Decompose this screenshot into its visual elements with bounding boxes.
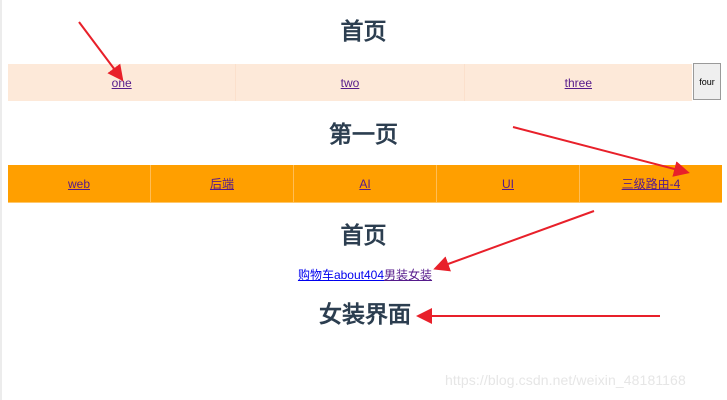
nav-link-two[interactable]: two [340, 75, 360, 90]
page-title-first-page: 第一页 [329, 122, 398, 148]
sub-nav-link-ui[interactable]: UI [502, 176, 514, 191]
sub-nav-cell: 后端 [151, 165, 294, 202]
link-menswear[interactable]: 男装 [384, 268, 409, 282]
sub-nav-cell: 三级路由-4 [580, 165, 722, 202]
sub-nav-cell: web [8, 165, 151, 202]
top-nav-cell: three [465, 64, 692, 101]
sub-nav-link-backend[interactable]: 后端 [209, 177, 234, 191]
sub-nav-link-ai[interactable]: AI [359, 176, 371, 191]
inline-links: 购物车about404男装女装 [0, 266, 727, 283]
page-left-border [0, 0, 2, 400]
arrow-icon [78, 21, 690, 324]
sub-nav-link-web[interactable]: web [67, 176, 90, 191]
page-title-home: 首页 [340, 19, 387, 45]
sub-nav-cell: AI [294, 165, 437, 202]
link-404[interactable]: 404 [363, 268, 385, 282]
top-nav-cell: two [236, 64, 465, 101]
four-button[interactable]: four [693, 63, 721, 100]
sub-nav-link-third-level-route[interactable]: 三级路由-4 [621, 177, 681, 191]
sub-nav-cell: UI [437, 165, 580, 202]
watermark: https://blog.csdn.net/weixin_48181168 [445, 372, 686, 388]
womenswear-page-title: 女装界面 [319, 302, 411, 328]
link-about[interactable]: about [333, 268, 364, 282]
link-womenswear[interactable]: 女装 [408, 268, 433, 282]
nav-link-three[interactable]: three [564, 75, 592, 90]
section-title-home: 首页 [340, 223, 387, 249]
sub-nav-bar: web 后端 AI UI 三级路由-4 [8, 165, 722, 203]
link-cart[interactable]: 购物车 [297, 268, 334, 282]
